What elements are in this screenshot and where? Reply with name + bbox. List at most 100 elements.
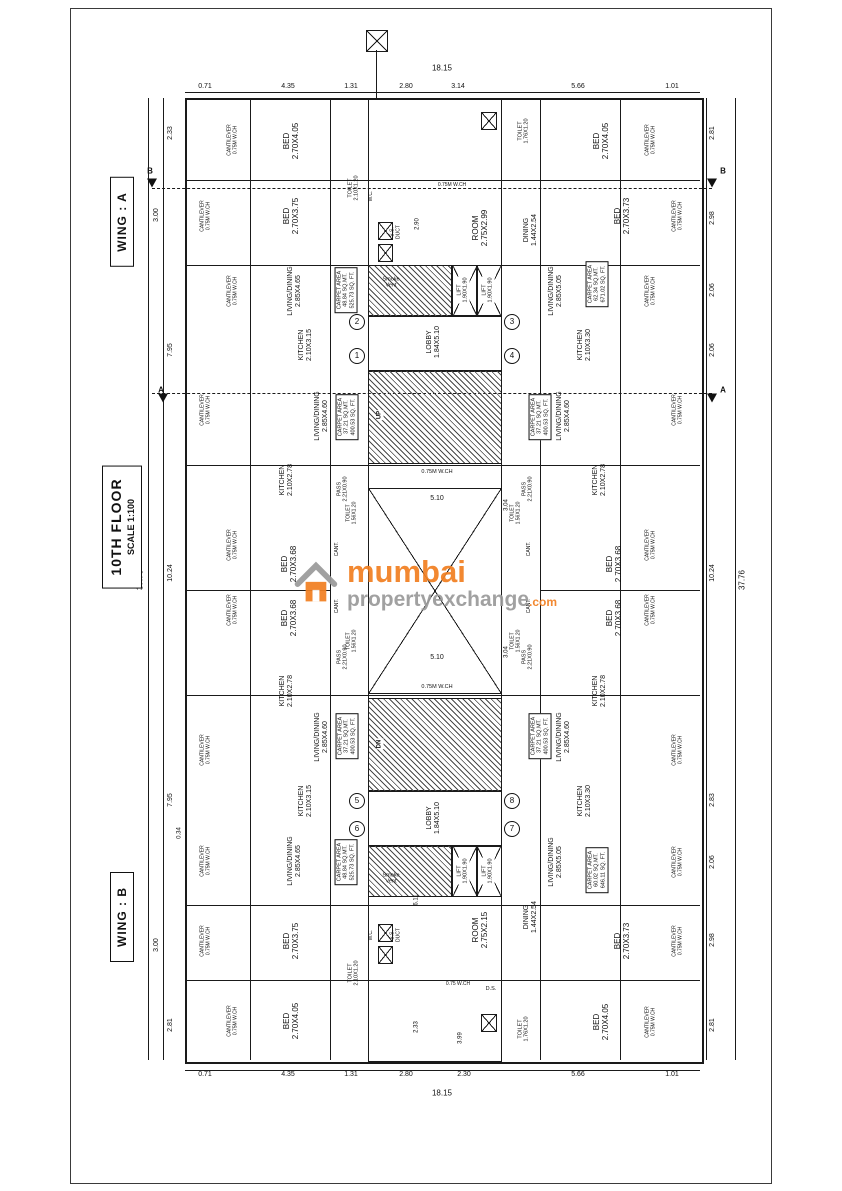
wall-line xyxy=(376,50,377,98)
wall-line xyxy=(185,695,700,696)
watermark-brand2: propertyexchange xyxy=(346,588,530,611)
wall-line xyxy=(540,98,541,1060)
wall-line xyxy=(185,92,700,93)
wall-line xyxy=(250,98,251,1060)
section-marker-arrow xyxy=(147,178,157,188)
wch-label: 0.75M W.CH xyxy=(437,182,467,189)
crossed-shaft-box xyxy=(366,30,388,52)
wch-label: 0.75M W.CH xyxy=(420,683,454,691)
dim-label: 2.06 xyxy=(708,283,716,297)
wall-line xyxy=(163,98,164,1060)
dim-label: 1.31 xyxy=(344,1070,358,1078)
wall-line xyxy=(185,980,700,981)
section-marker-arrow xyxy=(707,178,717,188)
dim-label: 0.71 xyxy=(198,82,212,90)
mumbai-logo-house-icon xyxy=(294,561,338,602)
dim-label: 10.24 xyxy=(708,564,716,582)
staircase-hatch xyxy=(368,698,502,792)
dim-label: 2.98 xyxy=(708,933,716,947)
floor-scale-text: SCALE 1:100 xyxy=(126,498,136,556)
watermark-tld: .com xyxy=(529,595,558,609)
sheet-border xyxy=(70,8,772,1184)
crossed-shaft-box xyxy=(378,946,393,964)
dim-label: 6.11 xyxy=(413,894,420,906)
dim-label: 2.98 xyxy=(708,211,716,225)
crossed-shaft-box xyxy=(378,244,393,262)
dim-label: 18.15 xyxy=(431,1088,453,1098)
wall-line xyxy=(540,590,700,591)
watermark: mumbai propertyexchange.com xyxy=(293,556,557,610)
dim-label: 2.30 xyxy=(457,1070,471,1078)
floor-title-box: 10TH FLOOR SCALE 1:100 xyxy=(102,465,142,589)
crossed-shaft-box xyxy=(368,488,502,694)
flat-number: 5 xyxy=(349,793,365,809)
section-letter: B xyxy=(147,166,153,176)
dim-label: 2.33 xyxy=(166,126,174,140)
wall-line xyxy=(706,98,707,1060)
dim-label: 5.10 xyxy=(430,653,444,661)
dim-label: 5.10 xyxy=(430,494,444,502)
stair-direction-label: DN xyxy=(376,738,384,750)
wall-line xyxy=(185,905,700,906)
dim-label: 2.80 xyxy=(399,82,413,90)
section-letter: B xyxy=(720,166,726,176)
flat-number: 1 xyxy=(349,348,365,364)
wall-line xyxy=(735,98,736,1060)
floor-title-text: 10TH FLOOR xyxy=(108,478,124,576)
dim-label: 5.66 xyxy=(571,1070,585,1078)
dim-label: 18.15 xyxy=(431,63,453,73)
wing-a-label: WING : A xyxy=(110,177,134,267)
dim-label: 3.99 xyxy=(457,1032,464,1044)
dim-label: 2.06 xyxy=(708,343,716,357)
wall-line xyxy=(185,180,700,181)
dim-label: 3.00 xyxy=(152,938,160,952)
dim-label: 2.81 xyxy=(166,1018,174,1032)
duct-label: S.S.DUCT xyxy=(389,928,401,942)
